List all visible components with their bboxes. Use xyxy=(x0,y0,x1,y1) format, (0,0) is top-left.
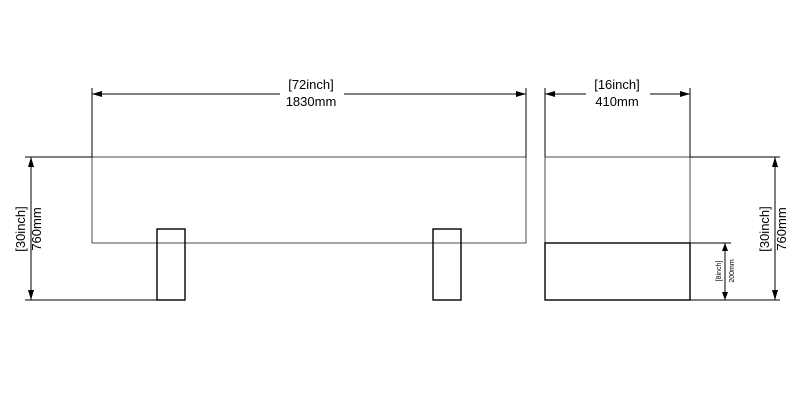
side-height-imperial: [30inch] xyxy=(757,206,772,252)
front-height-metric: 760mm xyxy=(29,207,44,250)
side-leg-height-dimension: [8inch] 200mm xyxy=(690,242,736,300)
front-view xyxy=(91,156,527,301)
side-width-metric: 410mm xyxy=(595,94,638,109)
side-leg-height-imperial: [8inch] xyxy=(716,261,723,282)
front-height-dimension: [30inch] 760mm xyxy=(13,156,157,301)
side-width-dimension: [16inch] 410mm xyxy=(544,77,691,157)
side-height-metric: 760mm xyxy=(774,207,789,250)
front-height-imperial: [30inch] xyxy=(13,206,28,252)
front-width-metric: 1830mm xyxy=(286,94,337,109)
side-height-dimension: [30inch] 760mm xyxy=(690,156,789,301)
front-width-imperial: [72inch] xyxy=(288,77,334,92)
side-width-imperial: [16inch] xyxy=(594,77,640,92)
side-view xyxy=(544,156,691,301)
front-right-leg xyxy=(432,228,462,301)
side-leg-height-metric: 200mm xyxy=(729,259,736,283)
front-width-dimension: [72inch] 1830mm xyxy=(91,77,527,157)
side-leg xyxy=(544,242,691,301)
front-bench-top xyxy=(91,156,527,244)
side-bench-top xyxy=(544,156,691,244)
front-left-leg xyxy=(156,228,186,301)
